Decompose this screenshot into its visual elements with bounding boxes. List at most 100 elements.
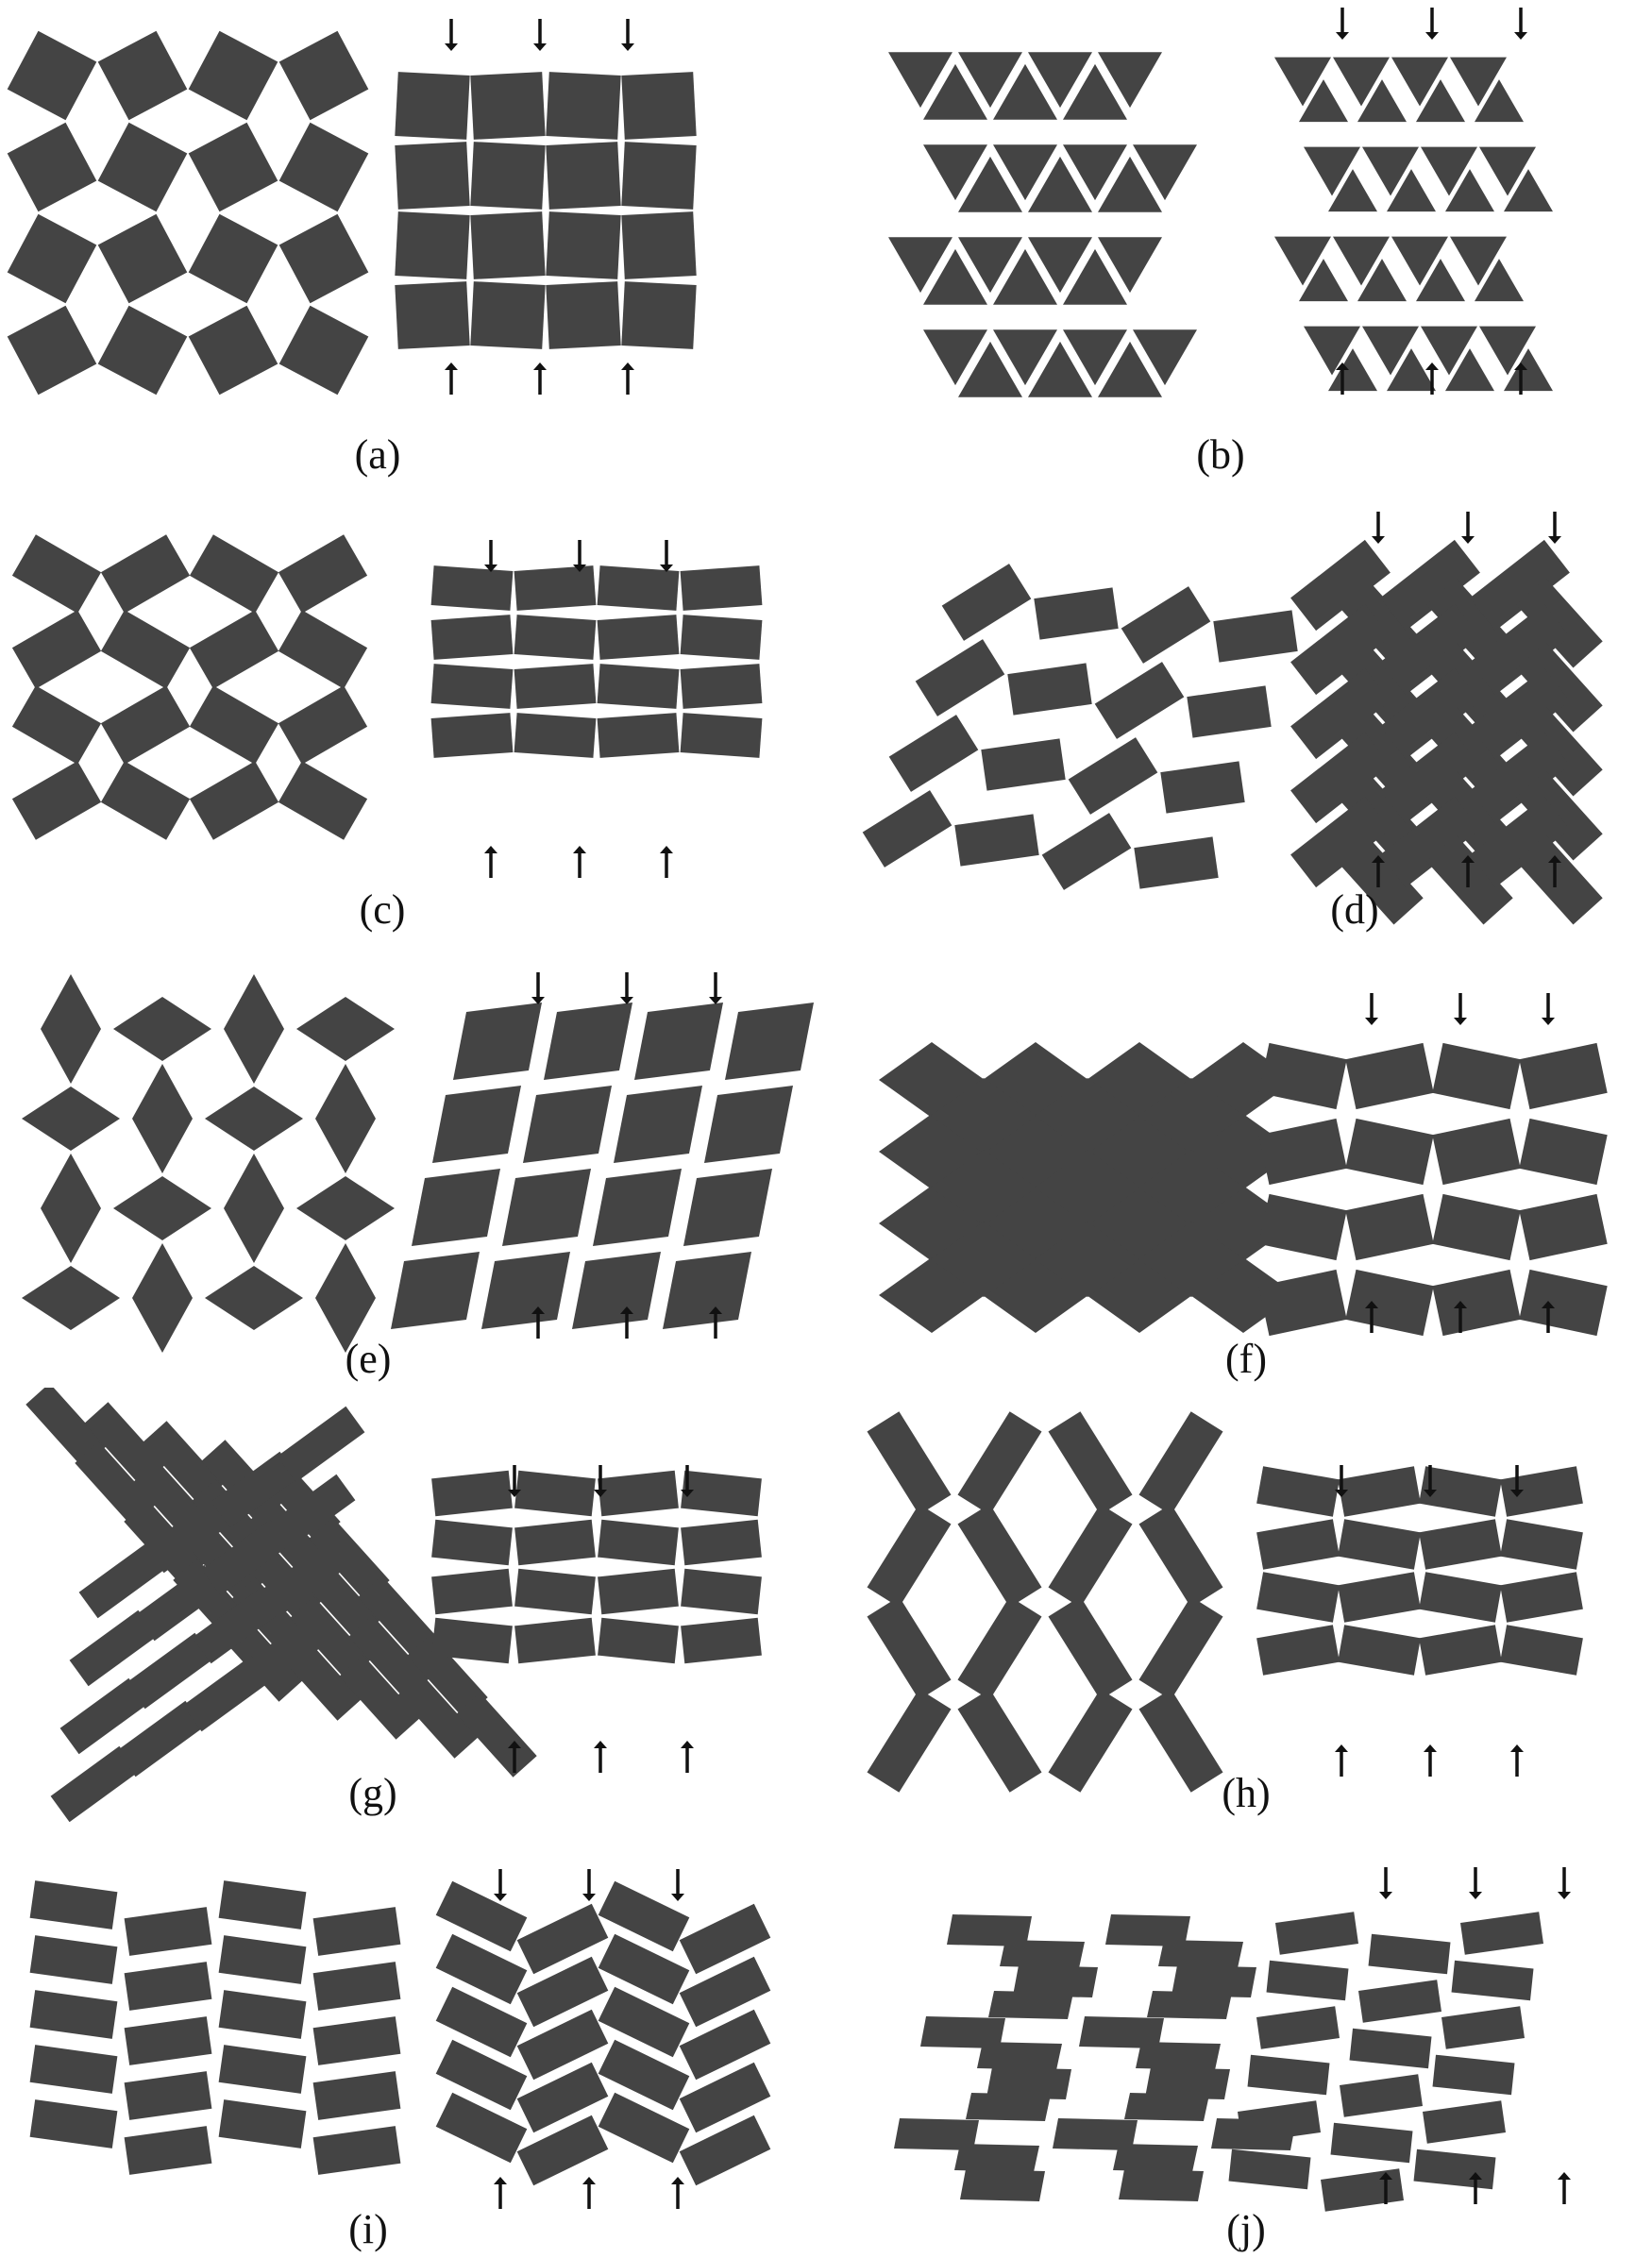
triangle-tile bbox=[993, 329, 1057, 386]
panel-c-drawing bbox=[11, 534, 763, 878]
rhombus-tile bbox=[205, 1087, 303, 1151]
brick-tile bbox=[1451, 1960, 1534, 2001]
triangle-tile bbox=[1387, 348, 1436, 392]
triangle-tile bbox=[1063, 144, 1127, 201]
arrow-down-icon bbox=[594, 1465, 607, 1497]
bar-tile bbox=[258, 1542, 346, 1619]
triangle-tile bbox=[1028, 341, 1092, 397]
arrow-down-icon bbox=[573, 540, 586, 572]
arrow-up-icon bbox=[1461, 855, 1475, 887]
arrow-up-icon bbox=[709, 1306, 722, 1339]
arrow-up-icon bbox=[660, 846, 673, 878]
rect-tile bbox=[915, 639, 1005, 716]
triangle-tile bbox=[1063, 248, 1127, 305]
arrow-down-icon bbox=[1469, 1867, 1482, 1899]
rect-tile bbox=[1380, 796, 1480, 888]
triangle-tile bbox=[993, 248, 1057, 305]
brick-tile bbox=[1358, 1980, 1441, 2023]
brick-tile bbox=[1136, 2042, 1221, 2070]
square-tile bbox=[97, 213, 188, 304]
rect-tile bbox=[124, 1907, 212, 1956]
panel-i: (i) bbox=[0, 1822, 826, 2258]
arrow-down-icon bbox=[1558, 1867, 1571, 1899]
brick-tile bbox=[954, 2144, 1039, 2172]
arrow-up-icon bbox=[531, 1306, 545, 1339]
rhombus-tile bbox=[22, 1266, 120, 1330]
parallelogram-tile bbox=[432, 1086, 521, 1163]
panel-e-caption: (e) bbox=[345, 1336, 392, 1382]
triangle-tile bbox=[1328, 169, 1377, 212]
arrow-down-icon bbox=[494, 1869, 507, 1901]
brick-tile bbox=[960, 2169, 1045, 2201]
bar-tile bbox=[126, 1632, 214, 1710]
rect-tile bbox=[1290, 603, 1391, 696]
panel-f-drawing bbox=[879, 993, 1608, 1337]
rect-tile bbox=[1041, 813, 1132, 890]
rect-tile bbox=[218, 1935, 307, 1984]
panel-f-caption: (f) bbox=[1225, 1336, 1267, 1382]
square-tile bbox=[97, 305, 188, 396]
rect-tile bbox=[1516, 770, 1603, 861]
rhombus-tile bbox=[296, 1176, 395, 1240]
bar-tile bbox=[957, 1411, 1042, 1515]
brick-tile bbox=[1256, 2006, 1340, 2049]
bar-tile bbox=[598, 1617, 679, 1664]
rect-tile bbox=[679, 2009, 771, 2081]
rect-tile bbox=[312, 2126, 401, 2175]
brick-tile bbox=[1053, 2118, 1138, 2150]
rhombus-tile bbox=[205, 1266, 303, 1330]
panel-b-drawing bbox=[888, 8, 1553, 397]
triangle-tile bbox=[888, 52, 952, 109]
bar-tile bbox=[957, 1504, 1042, 1608]
rect-tile bbox=[598, 1933, 690, 2005]
bar-tile bbox=[957, 1596, 1042, 1700]
arrow-up-icon bbox=[1514, 362, 1527, 395]
square-tile bbox=[188, 213, 278, 304]
rhombus-tile bbox=[1519, 1042, 1608, 1110]
rhombus-tile bbox=[1035, 1222, 1140, 1297]
rect-tile bbox=[597, 615, 680, 660]
rect-tile bbox=[888, 715, 979, 792]
bar-tile bbox=[143, 1421, 224, 1506]
bar-tile bbox=[681, 1568, 762, 1615]
triangle-tile bbox=[1475, 259, 1524, 302]
parallelogram-tile bbox=[725, 1003, 814, 1080]
square-tile bbox=[7, 30, 97, 121]
rhombus-tile bbox=[1519, 1193, 1608, 1261]
triangle-tile bbox=[1274, 57, 1331, 107]
rect-tile bbox=[430, 615, 514, 660]
arrow-down-icon bbox=[1424, 1465, 1437, 1497]
triangle-tile bbox=[1098, 156, 1162, 212]
arrow-down-icon bbox=[671, 1869, 684, 1901]
rect-tile bbox=[516, 2009, 609, 2081]
triangle-tile bbox=[1063, 63, 1127, 120]
rect-tile bbox=[679, 2115, 771, 2186]
rhombus-tile bbox=[1138, 1150, 1244, 1225]
bar-tile bbox=[1338, 1625, 1421, 1676]
brick-tile bbox=[1079, 2016, 1164, 2048]
arrow-up-icon bbox=[1424, 1744, 1437, 1777]
bar-tile bbox=[598, 1470, 679, 1517]
brick-tile bbox=[1105, 1914, 1190, 1946]
rhombus-tile bbox=[315, 1064, 376, 1173]
rect-tile bbox=[124, 2126, 212, 2175]
square-tile bbox=[470, 281, 546, 349]
panel-b-caption: (b) bbox=[1196, 431, 1245, 478]
triangle-tile bbox=[1304, 146, 1360, 196]
rect-tile bbox=[218, 1880, 307, 1929]
brick-tile bbox=[1228, 2148, 1311, 2190]
arrow-down-icon bbox=[709, 972, 722, 1004]
rect-tile bbox=[597, 713, 680, 758]
triangle-tile bbox=[993, 144, 1057, 201]
arrow-down-icon bbox=[445, 19, 458, 51]
parallelogram-tile bbox=[663, 1252, 751, 1329]
rect-tile bbox=[1516, 834, 1603, 925]
rect-tile bbox=[1094, 662, 1185, 739]
rect-tile bbox=[514, 615, 597, 660]
brick-tile bbox=[1172, 1965, 1256, 1997]
bar-tile bbox=[431, 1519, 513, 1566]
rect-tile bbox=[124, 2016, 212, 2065]
rect-tile bbox=[598, 1880, 690, 1952]
triangle-tile bbox=[923, 329, 987, 386]
